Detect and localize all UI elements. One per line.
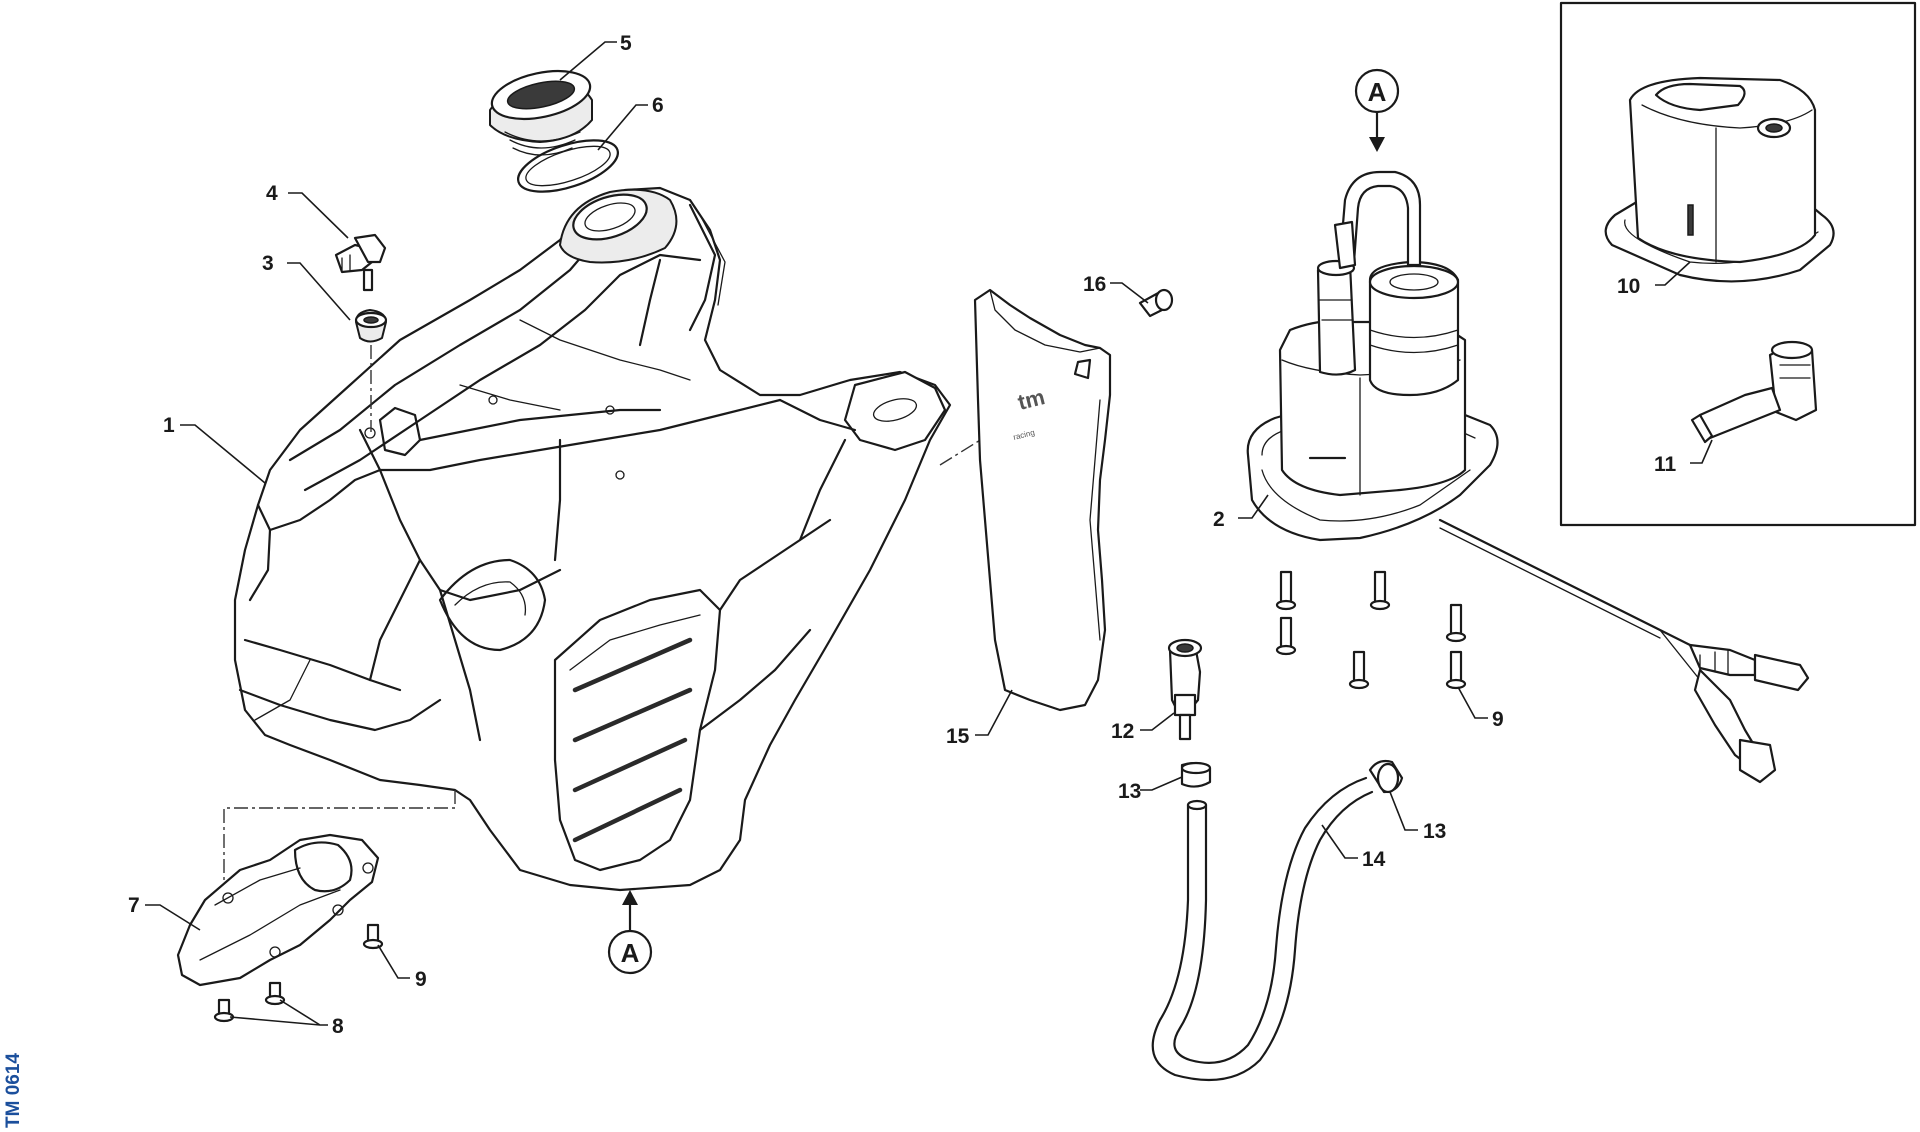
leader-11 [1690,439,1713,464]
callout-1: 1 [163,414,175,437]
callout-9-pump: 9 [1492,708,1504,731]
leader-8 [229,999,328,1026]
drawing-code-label: TM 0614 [3,1053,24,1128]
pump-screw-4 [1445,603,1467,643]
bracket-part-7 [176,833,380,987]
fuel-tank-part-1 [233,186,952,892]
callout-12: 12 [1111,720,1134,743]
quick-connector-part-12 [1167,638,1203,741]
pump-screw-3 [1275,616,1297,656]
leader-5 [559,41,617,81]
view-label-tank: A [621,938,640,968]
screw-part-9-bracket [362,923,384,950]
grommet-part-3 [354,309,388,343]
callout-10: 10 [1617,275,1640,298]
pump-screw-2 [1369,570,1391,611]
fuel-pump-part-2 [1246,170,1810,784]
leader-14 [1321,824,1358,859]
callout-4: 4 [266,182,278,205]
callout-16: 16 [1083,273,1106,296]
leader-9a [377,944,410,979]
callout-6: 6 [652,94,664,117]
fuel-hose-part-14 [1151,776,1374,1082]
screw-part-8b [264,981,286,1006]
callout-14: 14 [1362,848,1386,871]
callout-15: 15 [946,725,970,748]
tank-shield-part-15: tm racing [973,288,1112,712]
leader-10 [1655,261,1691,286]
leader-13a [1140,776,1183,791]
leader-3 [287,262,351,321]
screw-part-8a [213,998,235,1023]
pump-screw-1 [1275,570,1297,611]
view-arrow-pump: A [1354,68,1400,152]
view-arrow-tank: A [607,890,653,975]
leader-1 [180,424,266,484]
leader-9b [1457,686,1488,719]
callout-13-left: 13 [1118,780,1141,803]
leader-15 [975,689,1013,736]
leader-7 [145,904,201,931]
elbow-fitting-part-11 [1690,340,1818,444]
callout-11: 11 [1654,453,1677,476]
callout-8: 8 [332,1015,344,1038]
leader-13b [1389,791,1418,831]
inset-frame [1559,1,1917,527]
leader-2 [1238,494,1269,519]
assembly-line-bracket [223,790,456,898]
callout-7: 7 [128,894,140,917]
leader-4 [288,192,349,239]
hose-clamp-part-13a [1180,761,1212,788]
hose-clamp-part-13b [1368,759,1404,794]
callout-2: 2 [1213,508,1225,531]
screw-part-16 [1138,288,1174,318]
view-label-pump: A [1368,77,1387,107]
leader-16 [1110,282,1149,304]
callout-13-right: 13 [1423,820,1446,843]
breather-fitting-part-4 [334,233,387,292]
callout-3: 3 [262,252,274,275]
callout-9-bracket: 9 [415,968,427,991]
pump-cover-part-10 [1604,76,1835,283]
pump-screw-6 [1445,650,1467,690]
callout-5: 5 [620,32,632,55]
o-ring-part-6 [517,139,619,193]
filler-cap-part-5 [489,70,593,156]
leader-6 [597,104,648,151]
leader-12 [1140,712,1175,731]
pump-screw-5 [1348,650,1370,690]
